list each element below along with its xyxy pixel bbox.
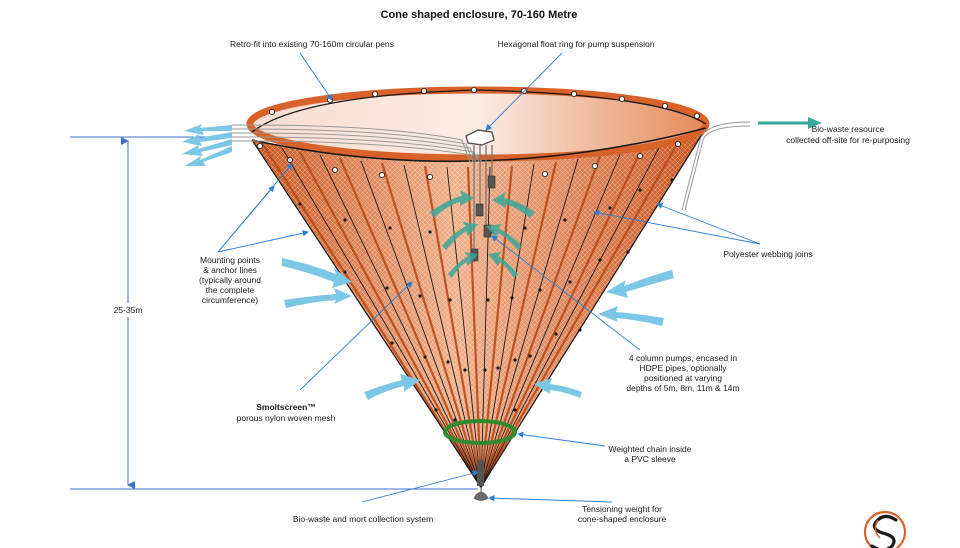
label-float-ring: Hexagonal float ring for pump suspension (498, 39, 655, 49)
tensioning-weight (473, 491, 489, 501)
cone-rim (246, 86, 710, 180)
depth-dimension: 25-35m (70, 136, 478, 490)
label-collection: Bio-waste and mort collection system (293, 514, 433, 524)
rim-orange-collar (246, 86, 710, 162)
depth-label: 25-35m (114, 305, 143, 315)
label-retrofit: Retro-fit into existing 70-160m circular… (230, 39, 394, 49)
polyester-webbing (261, 138, 681, 488)
diagram-title: Cone shaped enclosure, 70-160 Metre (381, 9, 578, 21)
label-smoltscreen-2: porous nylon woven mesh (237, 413, 336, 423)
collection-system (473, 460, 489, 501)
outflow-arrows-left (182, 124, 232, 166)
label-biowaste-resource-1: Bio-waste resource (812, 124, 885, 134)
label-mounting-4: the complete (206, 285, 255, 295)
label-chain-2: a PVC sleeve (624, 454, 676, 464)
waste-hoses (231, 121, 751, 211)
label-tension-1: Tensioning weight for (582, 504, 662, 514)
s-logo-icon (863, 510, 907, 548)
cone-body (251, 127, 707, 489)
label-biowaste-resource-2: collected off-site for re-purposing (786, 135, 910, 145)
label-pumps-1: 4 column pumps, encased in (629, 353, 737, 363)
internal-flow-arrows (430, 190, 535, 278)
label-pumps-3: positioned at varying (644, 373, 722, 383)
label-mounting-3: (typically around (199, 275, 261, 285)
dimension-label-bg (104, 303, 152, 317)
rim-front-rope (251, 127, 707, 163)
external-flow-arrows (282, 258, 674, 400)
weighted-chain (443, 419, 517, 445)
label-mounting-1: Mounting points (200, 255, 260, 265)
hexagonal-float-ring (465, 129, 495, 146)
callout-lines (217, 52, 761, 503)
label-pumps-2: HDPE pipes, optionally (640, 363, 728, 373)
label-tension-2: cone-shaped enclosure (578, 514, 667, 524)
label-mounting-2: & anchor lines (203, 265, 257, 275)
label-chain-1: Weighted chain inside (608, 444, 691, 454)
label-webbing: Polyester webbing joins (723, 249, 812, 259)
labels: Retro-fit into existing 70-160m circular… (199, 39, 910, 524)
label-mounting-5: circumference) (202, 295, 258, 305)
label-pumps-4: depths of 5m, 8m, 11m & 14m (626, 383, 739, 393)
pump-pipes (473, 145, 493, 262)
label-smoltscreen-1: Smoltscreen™ (256, 402, 316, 412)
biowaste-out-arrow (758, 117, 822, 129)
